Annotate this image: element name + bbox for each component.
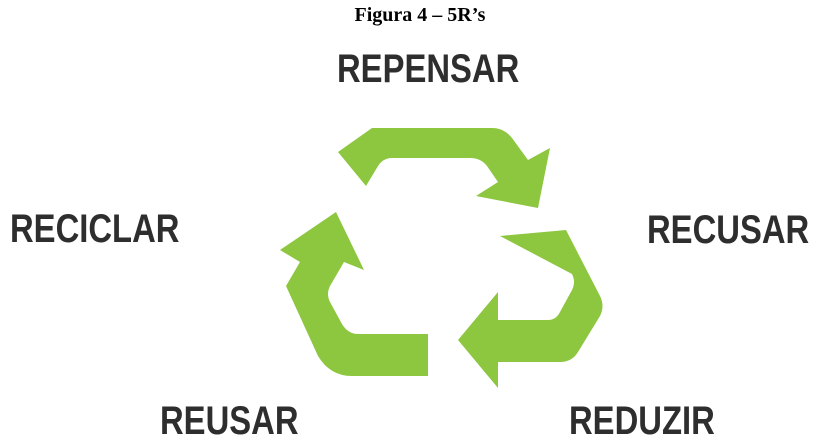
label-reciclar: RECICLAR	[10, 207, 180, 251]
arrow-top	[338, 128, 550, 208]
arrow-left	[280, 212, 428, 376]
label-repensar: REPENSAR	[337, 47, 520, 91]
arrow-right	[458, 230, 603, 388]
figure-caption: Figura 4 – 5R’s	[354, 4, 486, 26]
label-recusar: RECUSAR	[647, 208, 810, 252]
label-reusar: REUSAR	[160, 399, 299, 443]
label-reduzir: REDUZIR	[569, 399, 715, 443]
